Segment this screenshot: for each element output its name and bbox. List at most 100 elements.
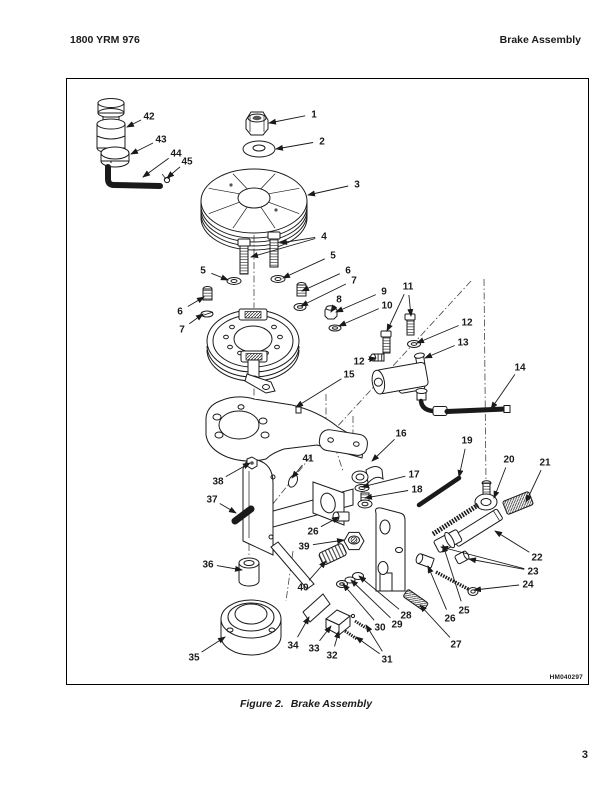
callout-leader-36: [216, 565, 243, 572]
callout-number-33: 33: [308, 644, 320, 655]
callout-leader-28: [358, 575, 400, 610]
callout-leader-7: [300, 283, 347, 307]
callout-leader-4: [250, 238, 316, 258]
callout-number-15: 15: [343, 370, 355, 381]
callout-number-22: 22: [531, 553, 543, 564]
callout-number-40: 40: [297, 583, 309, 594]
part-hub-35: [220, 599, 282, 656]
part-brake-drum-disc: [200, 168, 308, 251]
part-threaded-rod: [431, 502, 480, 537]
part-clamp-16: [351, 466, 384, 485]
brake-assembly-diagram: 1234556767891011121213141516171819202122…: [96, 98, 551, 666]
callout-leader-34: [297, 616, 310, 638]
part-nut-1: [245, 111, 269, 136]
part-pin-37: [231, 505, 255, 525]
callout-leader-26: [320, 516, 340, 528]
part-lever-link: [375, 507, 406, 592]
callout-number-29: 29: [391, 620, 403, 631]
callout-leader-31: [365, 624, 383, 652]
callout-number-20: 20: [503, 455, 515, 466]
callout-number-6: 6: [177, 307, 183, 318]
callout-number-16: 16: [395, 429, 407, 440]
part-washers-5: [226, 275, 286, 285]
part-brake-hose: [415, 388, 511, 416]
callout-number-42: 42: [143, 112, 155, 123]
callout-number-35: 35: [188, 653, 200, 664]
callout-leader-23: [468, 557, 525, 570]
part-fitting-18: [357, 492, 373, 509]
callout-leader-38: [225, 462, 251, 477]
callout-leader-9: [335, 294, 376, 313]
callout-leader-27: [419, 604, 451, 638]
callout-number-14: 14: [514, 363, 526, 374]
callout-number-32: 32: [326, 651, 338, 662]
callout-leader-4: [279, 236, 316, 245]
part-fitting-26-left: [332, 511, 350, 522]
callout-leader-11: [407, 294, 414, 317]
part-nut-38: [246, 456, 258, 470]
page-header: 1800 YRM 976 Brake Assembly: [0, 34, 612, 50]
callout-number-8: 8: [336, 295, 342, 306]
callout-leader-30: [342, 583, 375, 621]
callout-number-23: 23: [527, 567, 539, 578]
part-plate-34: [302, 593, 331, 623]
callout-number-12: 12: [461, 318, 473, 329]
part-nut-39: [343, 531, 365, 551]
callout-number-26: 26: [307, 527, 319, 538]
part-washer-2: [242, 140, 276, 158]
part-screw-24: [435, 570, 479, 596]
callout-leader-15: [295, 378, 342, 408]
callout-number-41: 41: [302, 454, 314, 465]
callout-number-26: 26: [444, 614, 456, 625]
callout-leader-24: [473, 584, 520, 593]
part-master-cylinder: [371, 352, 429, 395]
callout-number-30: 30: [374, 623, 386, 634]
part-nut-8-9: [324, 305, 338, 320]
callout-leader-7: [189, 313, 204, 325]
callout-number-6: 6: [345, 266, 351, 277]
figure-caption: Figure 2.Brake Assembly: [0, 698, 612, 710]
callout-leader-12: [416, 325, 459, 344]
callout-number-39: 39: [298, 542, 310, 553]
part-washers-28-30: [336, 572, 364, 588]
part-screws-31-32: [344, 613, 367, 641]
part-anchor-bracket: [242, 459, 354, 590]
header-doc-id: 1800 YRM 976: [70, 34, 140, 46]
part-washer-10: [328, 324, 342, 332]
callout-leader-1: [268, 115, 306, 125]
figure-caption-label: Figure 2.: [239, 698, 284, 710]
callout-leader-10: [338, 308, 379, 327]
callout-number-45: 45: [181, 157, 193, 168]
callout-number-44: 44: [170, 149, 182, 160]
callout-number-7: 7: [179, 325, 185, 336]
part-washer-12-right: [407, 340, 421, 348]
callout-number-37: 37: [206, 495, 218, 506]
callout-number-27: 27: [450, 640, 462, 651]
callout-leader-6: [301, 273, 340, 292]
part-bleeder-6-7-left: [200, 286, 214, 318]
callout-leader-20: [493, 467, 507, 499]
callout-leader-42: [126, 119, 142, 128]
part-bushing-36: [238, 557, 260, 587]
callout-leader-3: [307, 185, 349, 197]
callout-leader-13: [424, 345, 455, 359]
callout-number-43: 43: [155, 135, 167, 146]
callout-number-9: 9: [381, 287, 387, 298]
callout-number-5: 5: [200, 266, 206, 277]
callout-leader-21: [525, 469, 542, 503]
callout-leader-41: [291, 464, 303, 479]
callout-number-17: 17: [408, 470, 420, 481]
callout-leader-26: [427, 565, 447, 610]
callout-number-28: 28: [400, 611, 412, 622]
callout-leader-6: [187, 296, 205, 307]
callout-leader-19: [457, 448, 466, 478]
callout-number-7: 7: [351, 276, 357, 287]
callout-leader-40: [308, 560, 327, 581]
callout-number-12: 12: [353, 357, 365, 368]
callout-number-21: 21: [539, 458, 551, 469]
part-fitting-26-right: [415, 553, 435, 569]
callout-number-13: 13: [457, 338, 469, 349]
callout-leader-5: [282, 258, 325, 279]
header-section-title: Brake Assembly: [499, 34, 581, 46]
